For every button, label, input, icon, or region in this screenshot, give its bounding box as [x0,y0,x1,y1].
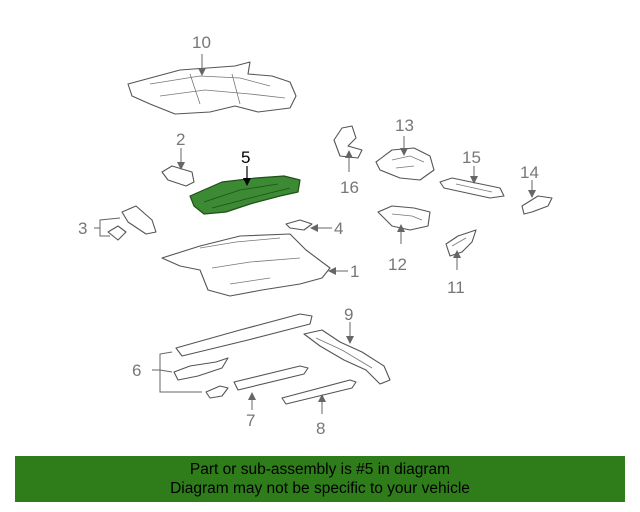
callout-15: 15 [462,148,481,167]
callout-8: 8 [316,419,325,438]
callout-7: 7 [246,411,255,430]
part-6-rocker-panels[interactable] [173,313,313,399]
callout-12: 12 [388,255,407,274]
part-1-floor-pan[interactable] [161,233,331,297]
callout-4: 4 [334,219,343,238]
part-9-side-member[interactable] [303,329,391,385]
part-8-sill[interactable] [281,379,357,405]
callout-1: 1 [350,262,359,281]
part-15-reinforcement[interactable] [439,177,505,199]
part-2-bracket[interactable] [161,165,195,187]
part-3-brackets[interactable] [107,205,157,241]
part-12-cross-member[interactable] [377,205,431,231]
info-banner: Part or sub-assembly is #5 in diagram Di… [15,456,625,502]
banner-line-1: Part or sub-assembly is #5 in diagram [189,461,451,478]
part-10-floor-carpet[interactable] [127,61,297,115]
callout-10: 10 [192,33,211,52]
callout-16: 16 [340,178,359,197]
callout-11: 11 [447,278,465,297]
callout-14: 14 [520,163,539,182]
part-4-small-plate[interactable] [285,219,313,231]
part-13-tunnel-cover[interactable] [375,147,435,181]
part-7-sill[interactable] [233,365,309,391]
part-11-bracket[interactable] [445,229,477,257]
parts-diagram: 10 2 5 3 4 1 16 13 [78,33,553,438]
part-14-bracket[interactable] [521,195,553,215]
callout-9: 9 [344,305,353,324]
callout-3: 3 [78,219,87,238]
callout-5: 5 [241,148,250,167]
callout-6: 6 [132,361,141,380]
callout-13: 13 [395,116,414,135]
banner-line-2: Diagram may not be specific to your vehi… [170,480,470,497]
part-5-rear-floor-panel[interactable] [189,175,301,215]
callout-2: 2 [176,130,185,149]
